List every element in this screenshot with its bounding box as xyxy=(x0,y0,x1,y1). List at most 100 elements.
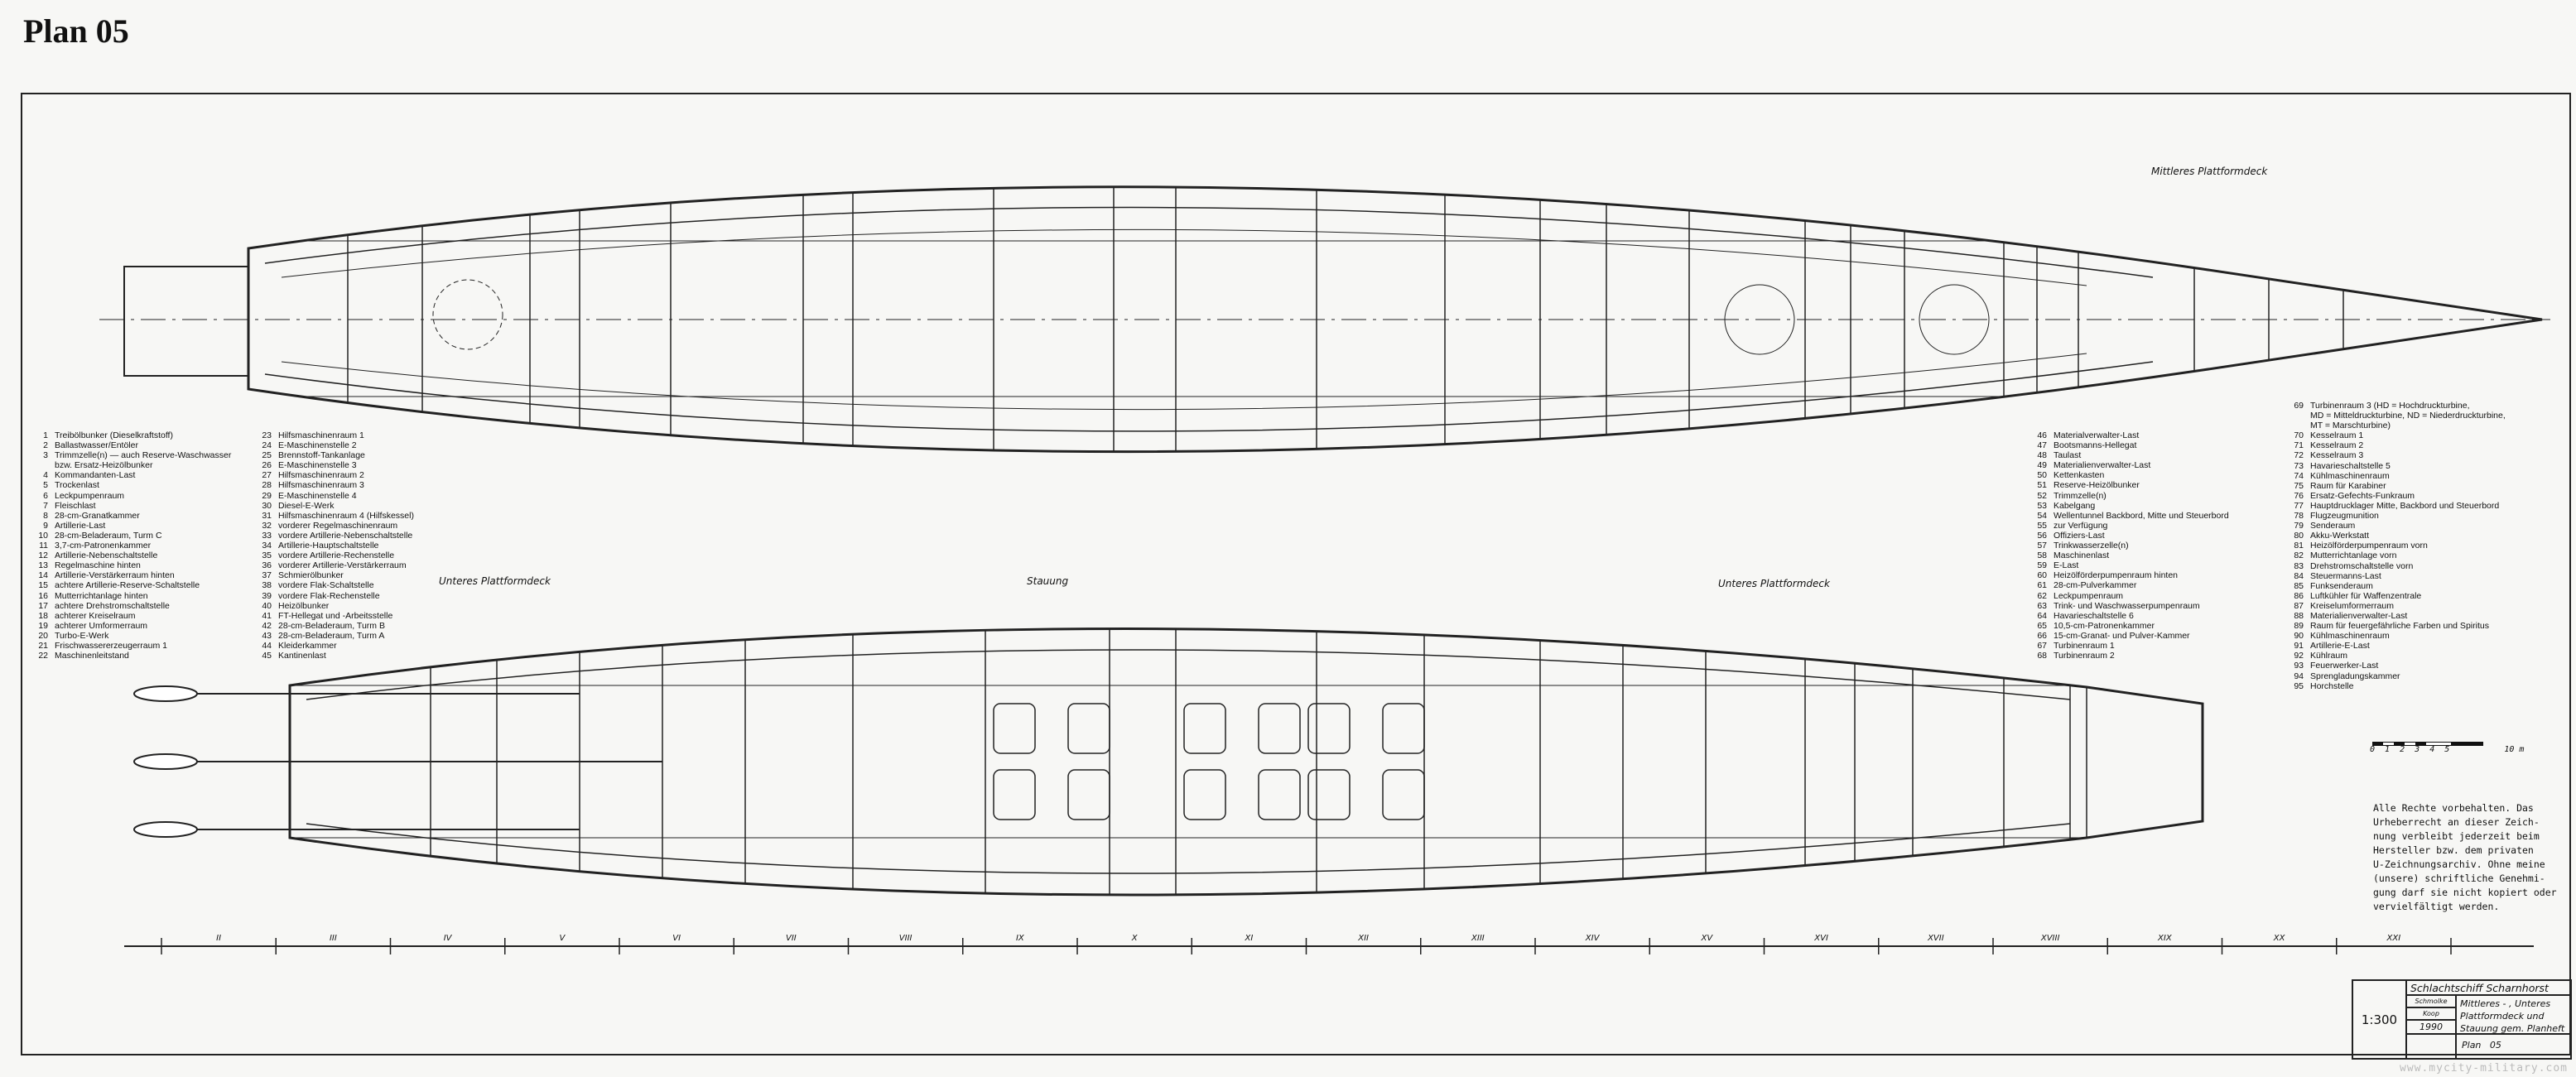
legend-text: Flugzeugmunition xyxy=(2310,511,2379,522)
legend-text: Trink- und Waschwasserpumpenraum xyxy=(2054,600,2200,611)
boiler-outline xyxy=(993,703,1036,754)
frame-section-label: IV xyxy=(443,934,452,943)
hull-outline-lower xyxy=(288,627,2204,897)
frame-section-label: X xyxy=(1131,934,1138,943)
legend-number: 21 xyxy=(38,640,48,651)
legend-text: Fleischlast xyxy=(55,500,96,511)
legend-number: 62 xyxy=(2037,590,2047,601)
legend-number: 89 xyxy=(2294,621,2304,632)
legend-text: Artillerie-Nebenschaltstelle xyxy=(55,551,158,561)
copyright-line: U-Zeichnungsarchiv. Ohne meine xyxy=(2373,858,2545,870)
legend-number: 2 xyxy=(43,440,48,451)
legend-text: Havarieschaltstelle 5 xyxy=(2310,460,2391,471)
legend-number: 11 xyxy=(39,541,48,551)
legend-number: 86 xyxy=(2294,590,2304,601)
legend-text: Horchstelle xyxy=(2310,680,2354,691)
legend-text: bzw. Ersatz-Heizölbunker xyxy=(55,460,153,471)
legend-text: Trinkwasserzelle(n) xyxy=(2054,541,2129,551)
legend-text: 28-cm-Beladeraum, Turm C xyxy=(55,530,162,541)
legend-number: 17 xyxy=(38,600,48,611)
legend-number: 36 xyxy=(262,560,272,571)
legend-number: 85 xyxy=(2294,580,2304,591)
legend-text: 28-cm-Pulverkammer xyxy=(2054,580,2137,591)
legend-item: MT = Marschturbine) xyxy=(2285,421,2506,430)
legend-text: Ersatz-Gefechts-Funkraum xyxy=(2310,490,2415,501)
legend-text: vordere Artillerie-Rechenstelle xyxy=(278,551,395,561)
legend-text: Kesselraum 3 xyxy=(2310,450,2364,461)
title-block-scale: 1:300 xyxy=(2352,979,2407,1060)
legend-number: 54 xyxy=(2037,510,2047,521)
legend-number xyxy=(2285,421,2310,430)
frame-axis xyxy=(124,938,2534,954)
legend-item: bzw. Ersatz-Heizölbunker xyxy=(30,460,231,470)
watermark: www.mycity-military.com xyxy=(2400,1062,2569,1075)
legend-text: 10,5-cm-Patronenkammer xyxy=(2054,620,2155,631)
legend-number: 25 xyxy=(262,450,272,461)
legend-number: 91 xyxy=(2294,641,2304,651)
legend-number: 93 xyxy=(2294,661,2304,671)
legend-text: Maschinenleitstand xyxy=(55,651,129,661)
legend-number: 57 xyxy=(2037,541,2047,551)
legend-number: 29 xyxy=(262,490,272,501)
legend-number: 78 xyxy=(2294,511,2304,522)
legend-text: zur Verfügung xyxy=(2054,520,2108,531)
legend-number: 79 xyxy=(2294,521,2304,531)
frame-section-label: VII xyxy=(786,934,797,943)
title-block-subject: Mittleres - , Unteres Plattformdeck und … xyxy=(2455,994,2572,1035)
legend-text: 28-cm-Beladeraum, Turm A xyxy=(278,630,385,641)
drawing-border xyxy=(21,93,2571,1055)
legend-item: 57 Trinkwasserzelle(n) xyxy=(2029,541,2229,551)
legend-number: 40 xyxy=(262,600,272,611)
legend-text: Diesel-E-Werk xyxy=(278,500,335,511)
legend-number: 80 xyxy=(2294,531,2304,541)
legend-number: 49 xyxy=(2037,460,2047,471)
legend-text: Bootsmanns-Hellegat xyxy=(2054,440,2137,451)
legend-text: vordere Flak-Rechenstelle xyxy=(278,590,380,601)
lower-platform-deck-plan xyxy=(133,627,2204,897)
plan-title: Plan 05 xyxy=(23,12,129,50)
copyright-line: vervielfältigt werden. xyxy=(2373,901,2500,912)
legend-item: 7 Fleischlast xyxy=(30,501,231,511)
legend-number: 7 xyxy=(43,500,48,511)
legend-number: 39 xyxy=(262,590,272,601)
legend-text: Frischwassererzeugerraum 1 xyxy=(55,640,167,651)
legend-number: 56 xyxy=(2037,530,2047,541)
copyright-line: nung verbleibt jederzeit beim xyxy=(2373,830,2540,842)
frame-section-label: V xyxy=(559,934,566,943)
legend-text: vordere Artillerie-Nebenschaltstelle xyxy=(278,530,413,541)
legend-text: 28-cm-Beladeraum, Turm B xyxy=(278,620,385,631)
legend-number: 70 xyxy=(2294,430,2304,441)
boiler-outline xyxy=(1067,703,1110,754)
legend-number: 95 xyxy=(2294,680,2304,691)
legend-number: 37 xyxy=(262,570,272,581)
legend-text: E-Maschinenstelle 4 xyxy=(278,490,357,501)
frame-section-label: XVI xyxy=(1814,934,1828,943)
legend-number: 71 xyxy=(2294,440,2304,451)
legend-text: Kantinenlast xyxy=(278,651,326,661)
legend-number: 27 xyxy=(262,470,272,481)
legend-number: 43 xyxy=(262,630,272,641)
scale-ticks: 0 1 2 3 4 5 xyxy=(2370,745,2450,754)
copyright-line: Hersteller bzw. dem privaten xyxy=(2373,844,2534,856)
legend-number: 87 xyxy=(2294,600,2304,611)
legend-number: 28 xyxy=(262,480,272,491)
frame-section-label: III xyxy=(329,934,337,943)
legend-text: Brennstoff-Tankanlage xyxy=(278,450,365,461)
